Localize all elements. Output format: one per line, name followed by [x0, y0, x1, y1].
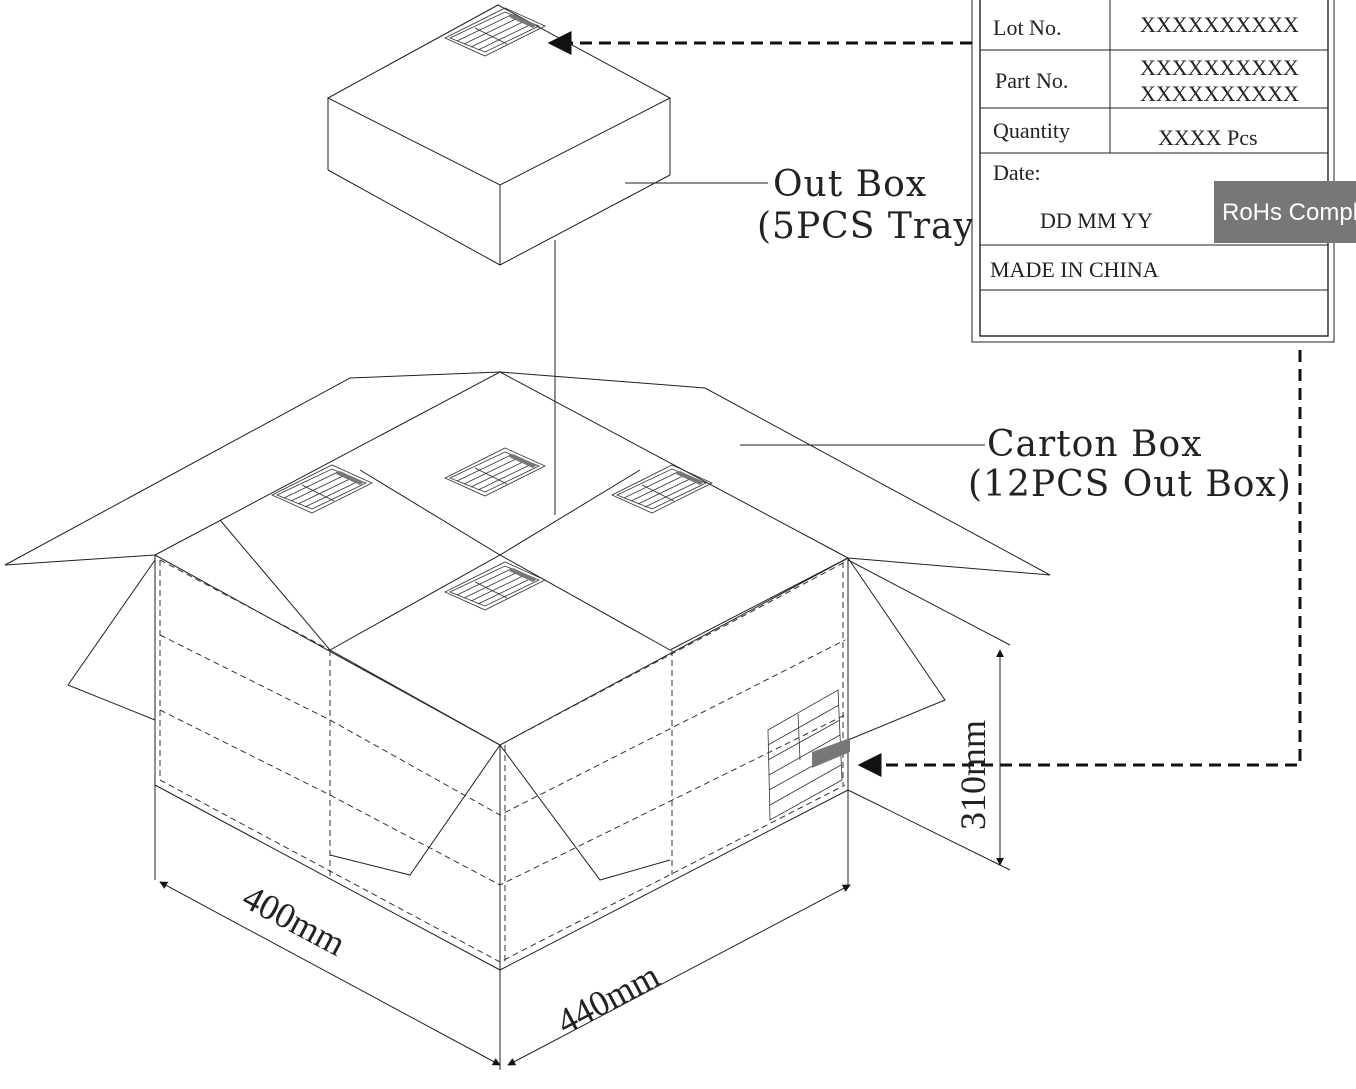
quantity-label: Quantity	[993, 118, 1070, 143]
dimension-height: 310mm	[953, 720, 993, 830]
rohs-badge	[1214, 181, 1356, 243]
out-box-subtitle: (5PCS Tray)	[757, 206, 990, 247]
lot-value: XXXXXXXXXX	[1140, 12, 1299, 37]
origin-text: MADE IN CHINA	[990, 257, 1159, 282]
carton-box-title: Carton Box	[987, 424, 1202, 465]
dimension-width: 400mm	[236, 877, 352, 964]
label-detail: Lot No. XXXXXXXXXX Part No. XXXXXXXXXX X…	[971, 0, 1356, 343]
carton-box-subtitle: (12PCS Out Box)	[968, 464, 1292, 505]
part-value-2: XXXXXXXXXX	[1140, 81, 1299, 106]
out-box-illustration	[326, 4, 672, 266]
rohs-text: RoHs Compliant	[1222, 199, 1356, 226]
quantity-value: XXXX Pcs	[1158, 125, 1258, 150]
carton-side-label	[767, 689, 850, 821]
date-format: DD MM YY	[1040, 208, 1153, 233]
part-value-1: XXXXXXXXXX	[1140, 55, 1299, 80]
label-arrow-carton	[857, 350, 1302, 777]
lot-label: Lot No.	[993, 15, 1061, 40]
date-label: Date:	[993, 160, 1041, 185]
out-box-title: Out Box	[773, 164, 927, 205]
dimension-depth: 440mm	[550, 955, 666, 1042]
part-label: Part No.	[995, 68, 1068, 93]
carton-box-illustration	[4, 371, 1051, 971]
dimension-lines	[154, 559, 1011, 1070]
